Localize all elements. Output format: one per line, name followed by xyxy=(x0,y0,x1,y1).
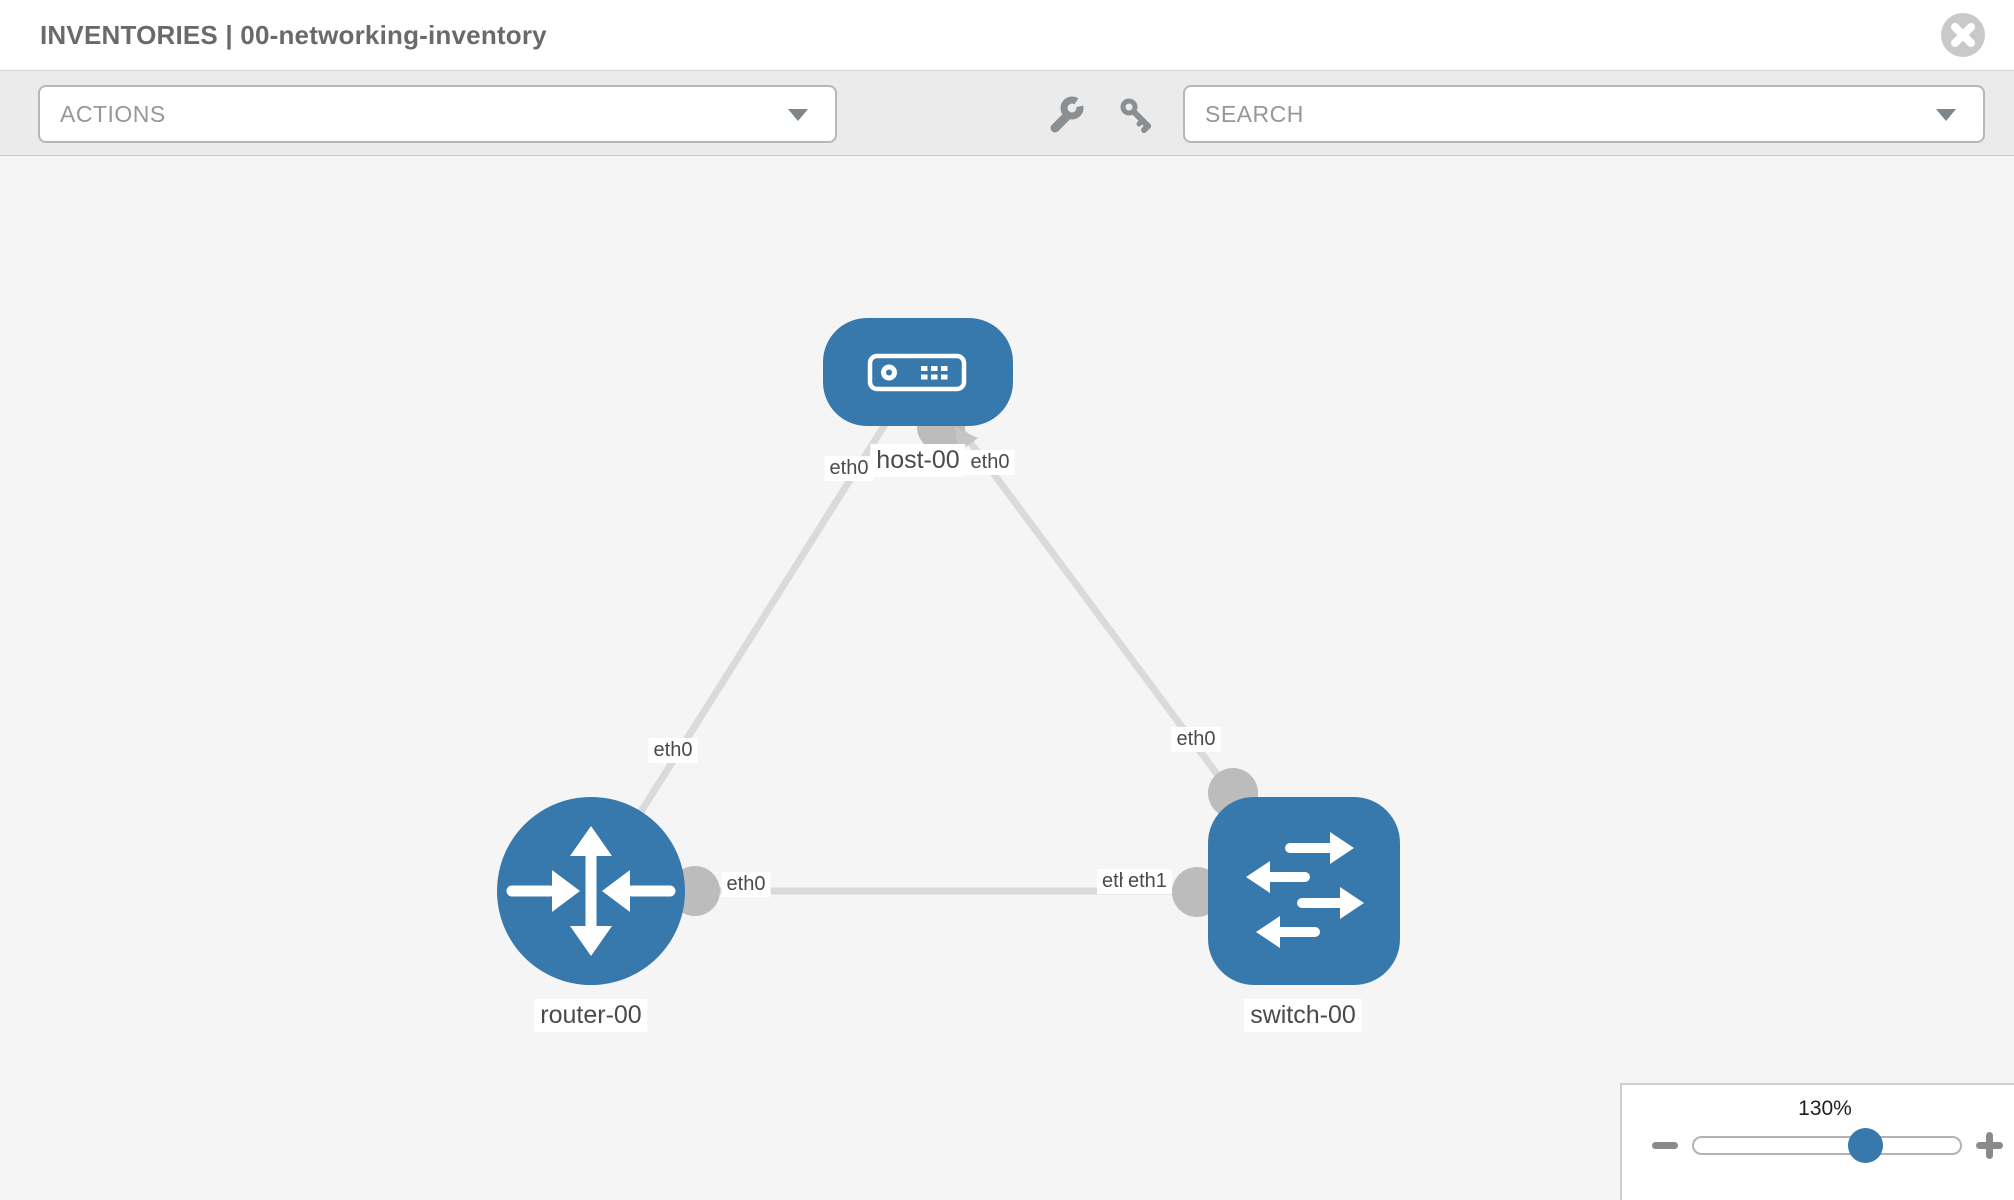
zoom-level-value: 130% xyxy=(1798,1097,1852,1120)
interface-label: eth0 xyxy=(1171,727,1221,752)
interface-label: eth0 xyxy=(824,456,874,481)
close-button[interactable] xyxy=(1941,13,1985,57)
wrench-icon xyxy=(1046,96,1086,139)
key-icon xyxy=(1116,98,1156,139)
search-dropdown[interactable]: SEARCH xyxy=(1183,85,1985,143)
page-header: INVENTORIES | 00-networking-inventory xyxy=(0,0,2014,71)
node-label-host: host-00 xyxy=(870,444,966,477)
node-label-router: router-00 xyxy=(534,999,648,1032)
node-switch[interactable] xyxy=(1208,797,1400,985)
chevron-down-icon xyxy=(1936,109,1956,121)
host-icon xyxy=(867,353,967,392)
zoom-panel: 130% xyxy=(1620,1083,2014,1200)
zoom-slider-track[interactable] xyxy=(1692,1136,1962,1155)
page-title: INVENTORIES | 00-networking-inventory xyxy=(40,20,547,50)
interface-label: eth0 xyxy=(648,738,698,763)
interface-label: eth0 xyxy=(721,872,771,897)
zoom-slider-knob[interactable] xyxy=(1848,1128,1883,1163)
router-icon xyxy=(506,826,676,956)
actions-dropdown[interactable]: ACTIONS xyxy=(38,85,837,143)
interface-label: eth1 xyxy=(1123,869,1172,894)
chevron-down-icon xyxy=(788,109,808,121)
actions-dropdown-label: ACTIONS xyxy=(60,101,166,127)
node-router[interactable] xyxy=(497,797,685,985)
interface-label: eth0 xyxy=(965,450,1015,475)
topology-canvas[interactable]: eth0 eth0 eth0 eth0 eth0 eth0 eth1 host-… xyxy=(0,156,2014,1200)
toolbar: ACTIONS SEARCH xyxy=(0,71,2014,156)
node-host[interactable] xyxy=(823,318,1013,426)
credentials-button[interactable] xyxy=(1116,95,1156,135)
search-dropdown-label: SEARCH xyxy=(1205,101,1304,127)
tools-button[interactable] xyxy=(1046,95,1086,135)
zoom-in-button[interactable] xyxy=(1976,1132,2003,1159)
node-label-switch: switch-00 xyxy=(1244,999,1362,1032)
topology-graph xyxy=(497,318,1400,985)
switch-icon xyxy=(1246,832,1364,948)
zoom-out-button[interactable] xyxy=(1652,1142,1678,1149)
